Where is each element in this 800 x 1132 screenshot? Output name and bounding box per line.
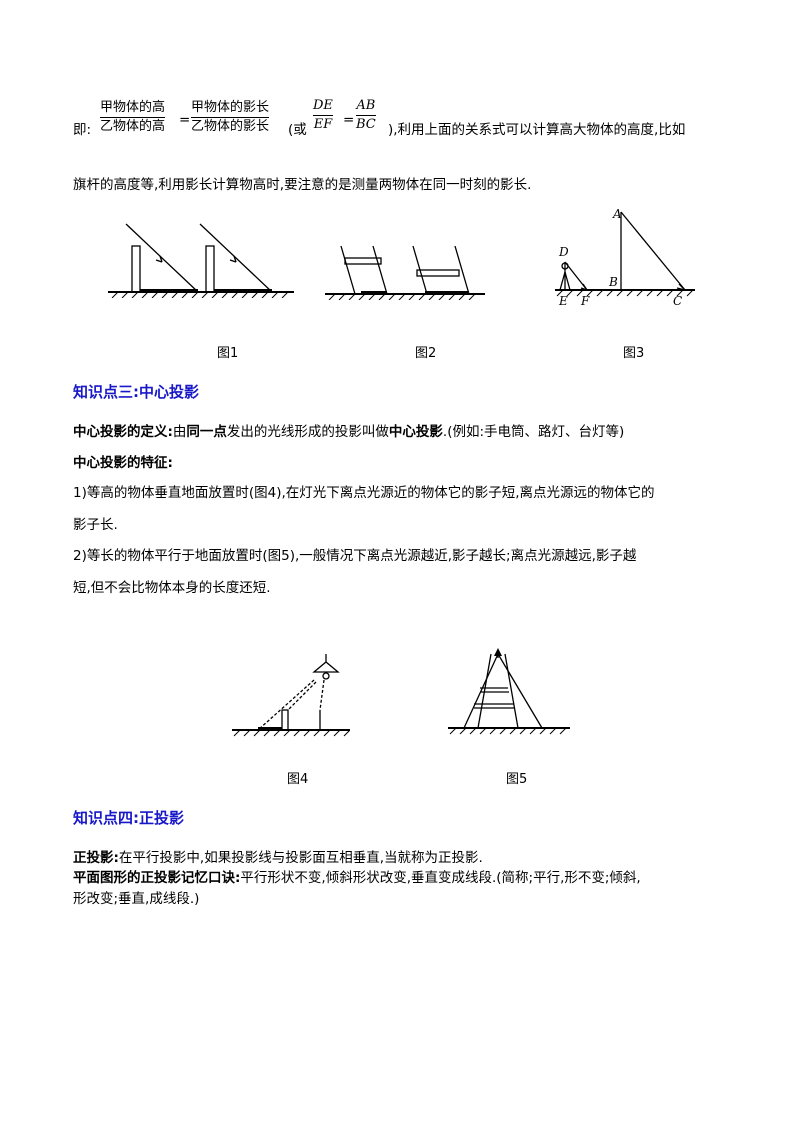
label-f: F: [580, 294, 590, 308]
figure-4: [232, 654, 350, 737]
orthographic-definition: 正投影:在平行投影中,如果投影线与投影面互相垂直,当就称为正投影.: [73, 848, 483, 868]
section-heading-central-projection: 知识点三:中心投影: [73, 383, 199, 401]
definition-bold: 中心投影: [388, 424, 443, 440]
mnemonic-line: 平面图形的正投影记忆口诀:平行形状不变,倾斜形状改变,垂直变成线段.(简称;平行…: [73, 868, 641, 888]
formula-suffix: ),利用上面的关系式可以计算高大物体的高度,比如: [388, 122, 686, 138]
mnemonic-label: 平面图形的正投影记忆口诀:: [73, 870, 241, 886]
fraction-numerator: 甲物体的高: [100, 100, 166, 115]
figure-2: [325, 245, 485, 300]
figure-3: A B C D E F: [555, 207, 695, 308]
fraction-numerator: DE: [313, 98, 333, 113]
definition-label: 中心投影的定义:: [73, 424, 173, 440]
figure-5: [448, 648, 570, 735]
definition-bold: 同一点: [186, 424, 227, 440]
caption-figure-5: 图5: [506, 772, 528, 787]
feature-item-2: 2)等长的物体平行于地面放置时(图5),一般情况下离点光源越近,影子越长;离点光…: [73, 548, 637, 564]
fraction-de-ef: DE EF: [313, 98, 333, 133]
fraction-denominator: 乙物体的影长: [191, 119, 270, 134]
fraction-height-ratio: 甲物体的高 乙物体的高: [100, 100, 166, 135]
feature-item-1-cont: 影子长.: [73, 517, 118, 533]
label-c: C: [673, 294, 682, 308]
feature-item-1: 1)等高的物体垂直地面放置时(图4),在灯光下离点光源近的物体它的影子短,离点光…: [73, 485, 655, 501]
definition-text: 由: [172, 424, 187, 440]
label-d: D: [558, 245, 569, 259]
definition-text: .(例如:手电筒、路灯、台灯等): [442, 424, 625, 440]
label-e: E: [558, 294, 568, 308]
orthographic-text: 在平行投影中,如果投影线与投影面互相垂直,当就称为正投影.: [118, 850, 483, 866]
fraction-ab-bc: AB BC: [356, 98, 376, 133]
fraction-denominator: 乙物体的高: [100, 119, 166, 134]
formula-prefix: 即:: [73, 122, 92, 138]
open-paren: (或: [288, 122, 307, 138]
mnemonic-text: 平行形状不变,倾斜形状改变,垂直变成线段.(简称;平行,形不变;倾斜,: [240, 870, 641, 886]
feature-label: 中心投影的特征:: [73, 455, 173, 471]
orthographic-label: 正投影:: [73, 850, 119, 866]
caption-figure-3: 图3: [623, 346, 645, 361]
fraction-numerator: 甲物体的影长: [191, 100, 270, 115]
caption-figure-2: 图2: [415, 346, 437, 361]
definition-line: 中心投影的定义:由同一点发出的光线形成的投影叫做中心投影.(例如:手电筒、路灯、…: [73, 422, 624, 442]
paragraph-line: 旗杆的高度等,利用影长计算物高时,要注意的是测量两物体在同一时刻的影长.: [73, 177, 532, 193]
fraction-denominator: EF: [313, 117, 333, 132]
equals-sign-2: =: [343, 112, 355, 128]
caption-figure-1: 图1: [217, 346, 239, 361]
fraction-denominator: BC: [356, 117, 376, 132]
feature-item-2-cont: 短,但不会比物体本身的长度还短.: [73, 580, 271, 596]
mnemonic-line-cont: 形改变;垂直,成线段.): [73, 891, 200, 907]
caption-figure-4: 图4: [287, 772, 309, 787]
section-heading-orthographic: 知识点四:正投影: [73, 809, 184, 827]
figure-1: [108, 223, 294, 298]
label-a: A: [612, 207, 622, 221]
fraction-shadow-ratio: 甲物体的影长 乙物体的影长: [191, 100, 270, 135]
fraction-numerator: AB: [356, 98, 376, 113]
definition-text: 发出的光线形成的投影叫做: [226, 424, 389, 440]
equals-sign: =: [179, 112, 191, 128]
label-b: B: [608, 275, 618, 289]
